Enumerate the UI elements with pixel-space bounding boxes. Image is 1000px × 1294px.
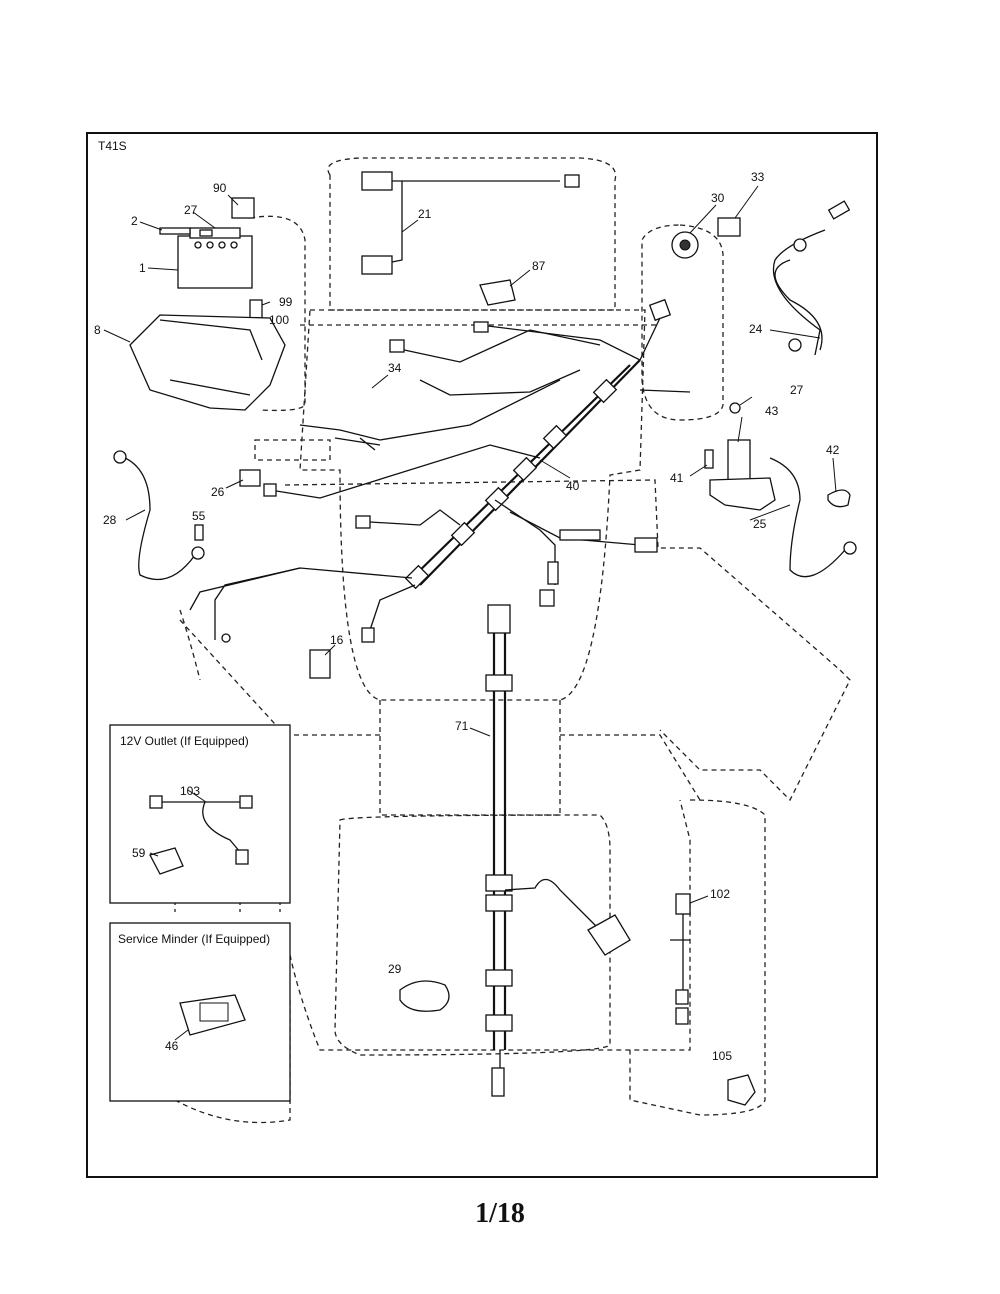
callout-59: 59 — [132, 846, 146, 860]
bolt-2 — [159, 227, 191, 235]
connector-16 — [309, 649, 331, 679]
callout-42: 42 — [826, 443, 840, 457]
callout-1: 1 — [139, 261, 146, 275]
harness-section-21 — [361, 171, 580, 306]
callout-99: 99 — [279, 295, 293, 309]
callout-2: 2 — [131, 214, 138, 228]
fuse-26 — [239, 469, 261, 487]
callout-21: 21 — [418, 207, 432, 221]
callout-27a: 27 — [184, 203, 198, 217]
diagram-frame — [86, 132, 878, 1178]
callout-29: 29 — [388, 962, 402, 976]
inset-12v-outlet: 12V Outlet (If Equipped) — [109, 724, 291, 904]
callout-90: 90 — [213, 181, 227, 195]
battery-cover-90 — [231, 197, 255, 219]
callout-8: 8 — [94, 323, 101, 337]
relay-33 — [717, 217, 741, 237]
battery-tray-8 — [129, 314, 286, 411]
switch-87 — [479, 279, 516, 306]
callout-33: 33 — [751, 170, 765, 184]
callout-25: 25 — [753, 517, 767, 531]
callouts: 90 27 2 1 99 100 8 21 87 30 33 24 34 27 … — [94, 170, 840, 1063]
callout-24: 24 — [749, 322, 763, 336]
callout-28: 28 — [103, 513, 117, 527]
callout-71: 71 — [455, 719, 469, 733]
harness-102 — [670, 893, 756, 1106]
callout-102: 102 — [710, 887, 730, 901]
solenoid-43 — [727, 439, 751, 481]
callout-41: 41 — [670, 471, 684, 485]
callout-26: 26 — [211, 485, 225, 499]
chassis-outline — [174, 157, 851, 1124]
bolt-41 — [704, 449, 714, 469]
callout-40: 40 — [566, 479, 580, 493]
callout-105: 105 — [712, 1049, 732, 1063]
solenoid-assembly — [704, 402, 857, 578]
main-harness-40 — [189, 298, 691, 643]
battery-1 — [177, 235, 253, 289]
connector-105 — [727, 1074, 756, 1106]
hour-meter-29 — [399, 980, 450, 1012]
inset-12v-title: 12V Outlet (If Equipped) — [120, 734, 249, 748]
callout-87: 87 — [532, 259, 546, 273]
boot-42 — [827, 489, 851, 508]
right-components — [671, 200, 851, 356]
callout-27b: 27 — [790, 383, 804, 397]
harness-71 — [399, 604, 631, 1097]
callout-46: 46 — [165, 1039, 179, 1053]
callout-16: 16 — [330, 633, 344, 647]
screw-55 — [194, 524, 204, 541]
outlet-59 — [149, 847, 184, 875]
callout-30: 30 — [711, 191, 725, 205]
callout-103: 103 — [180, 784, 200, 798]
inset-service-minder: Service Minder (If Equipped) — [109, 922, 291, 1102]
leader-lines — [103, 185, 837, 1041]
callout-34: 34 — [388, 361, 402, 375]
page-number: 1/18 — [475, 1198, 525, 1229]
nut-27b — [729, 402, 741, 414]
callout-55: 55 — [192, 509, 206, 523]
ground-cable — [113, 450, 331, 679]
inset-service-title: Service Minder (If Equipped) — [118, 932, 270, 946]
battery-assembly — [129, 197, 286, 411]
callout-100: 100 — [269, 313, 289, 327]
callout-43: 43 — [765, 404, 779, 418]
nut-27 — [199, 229, 213, 237]
model-code: T41S — [98, 139, 127, 153]
